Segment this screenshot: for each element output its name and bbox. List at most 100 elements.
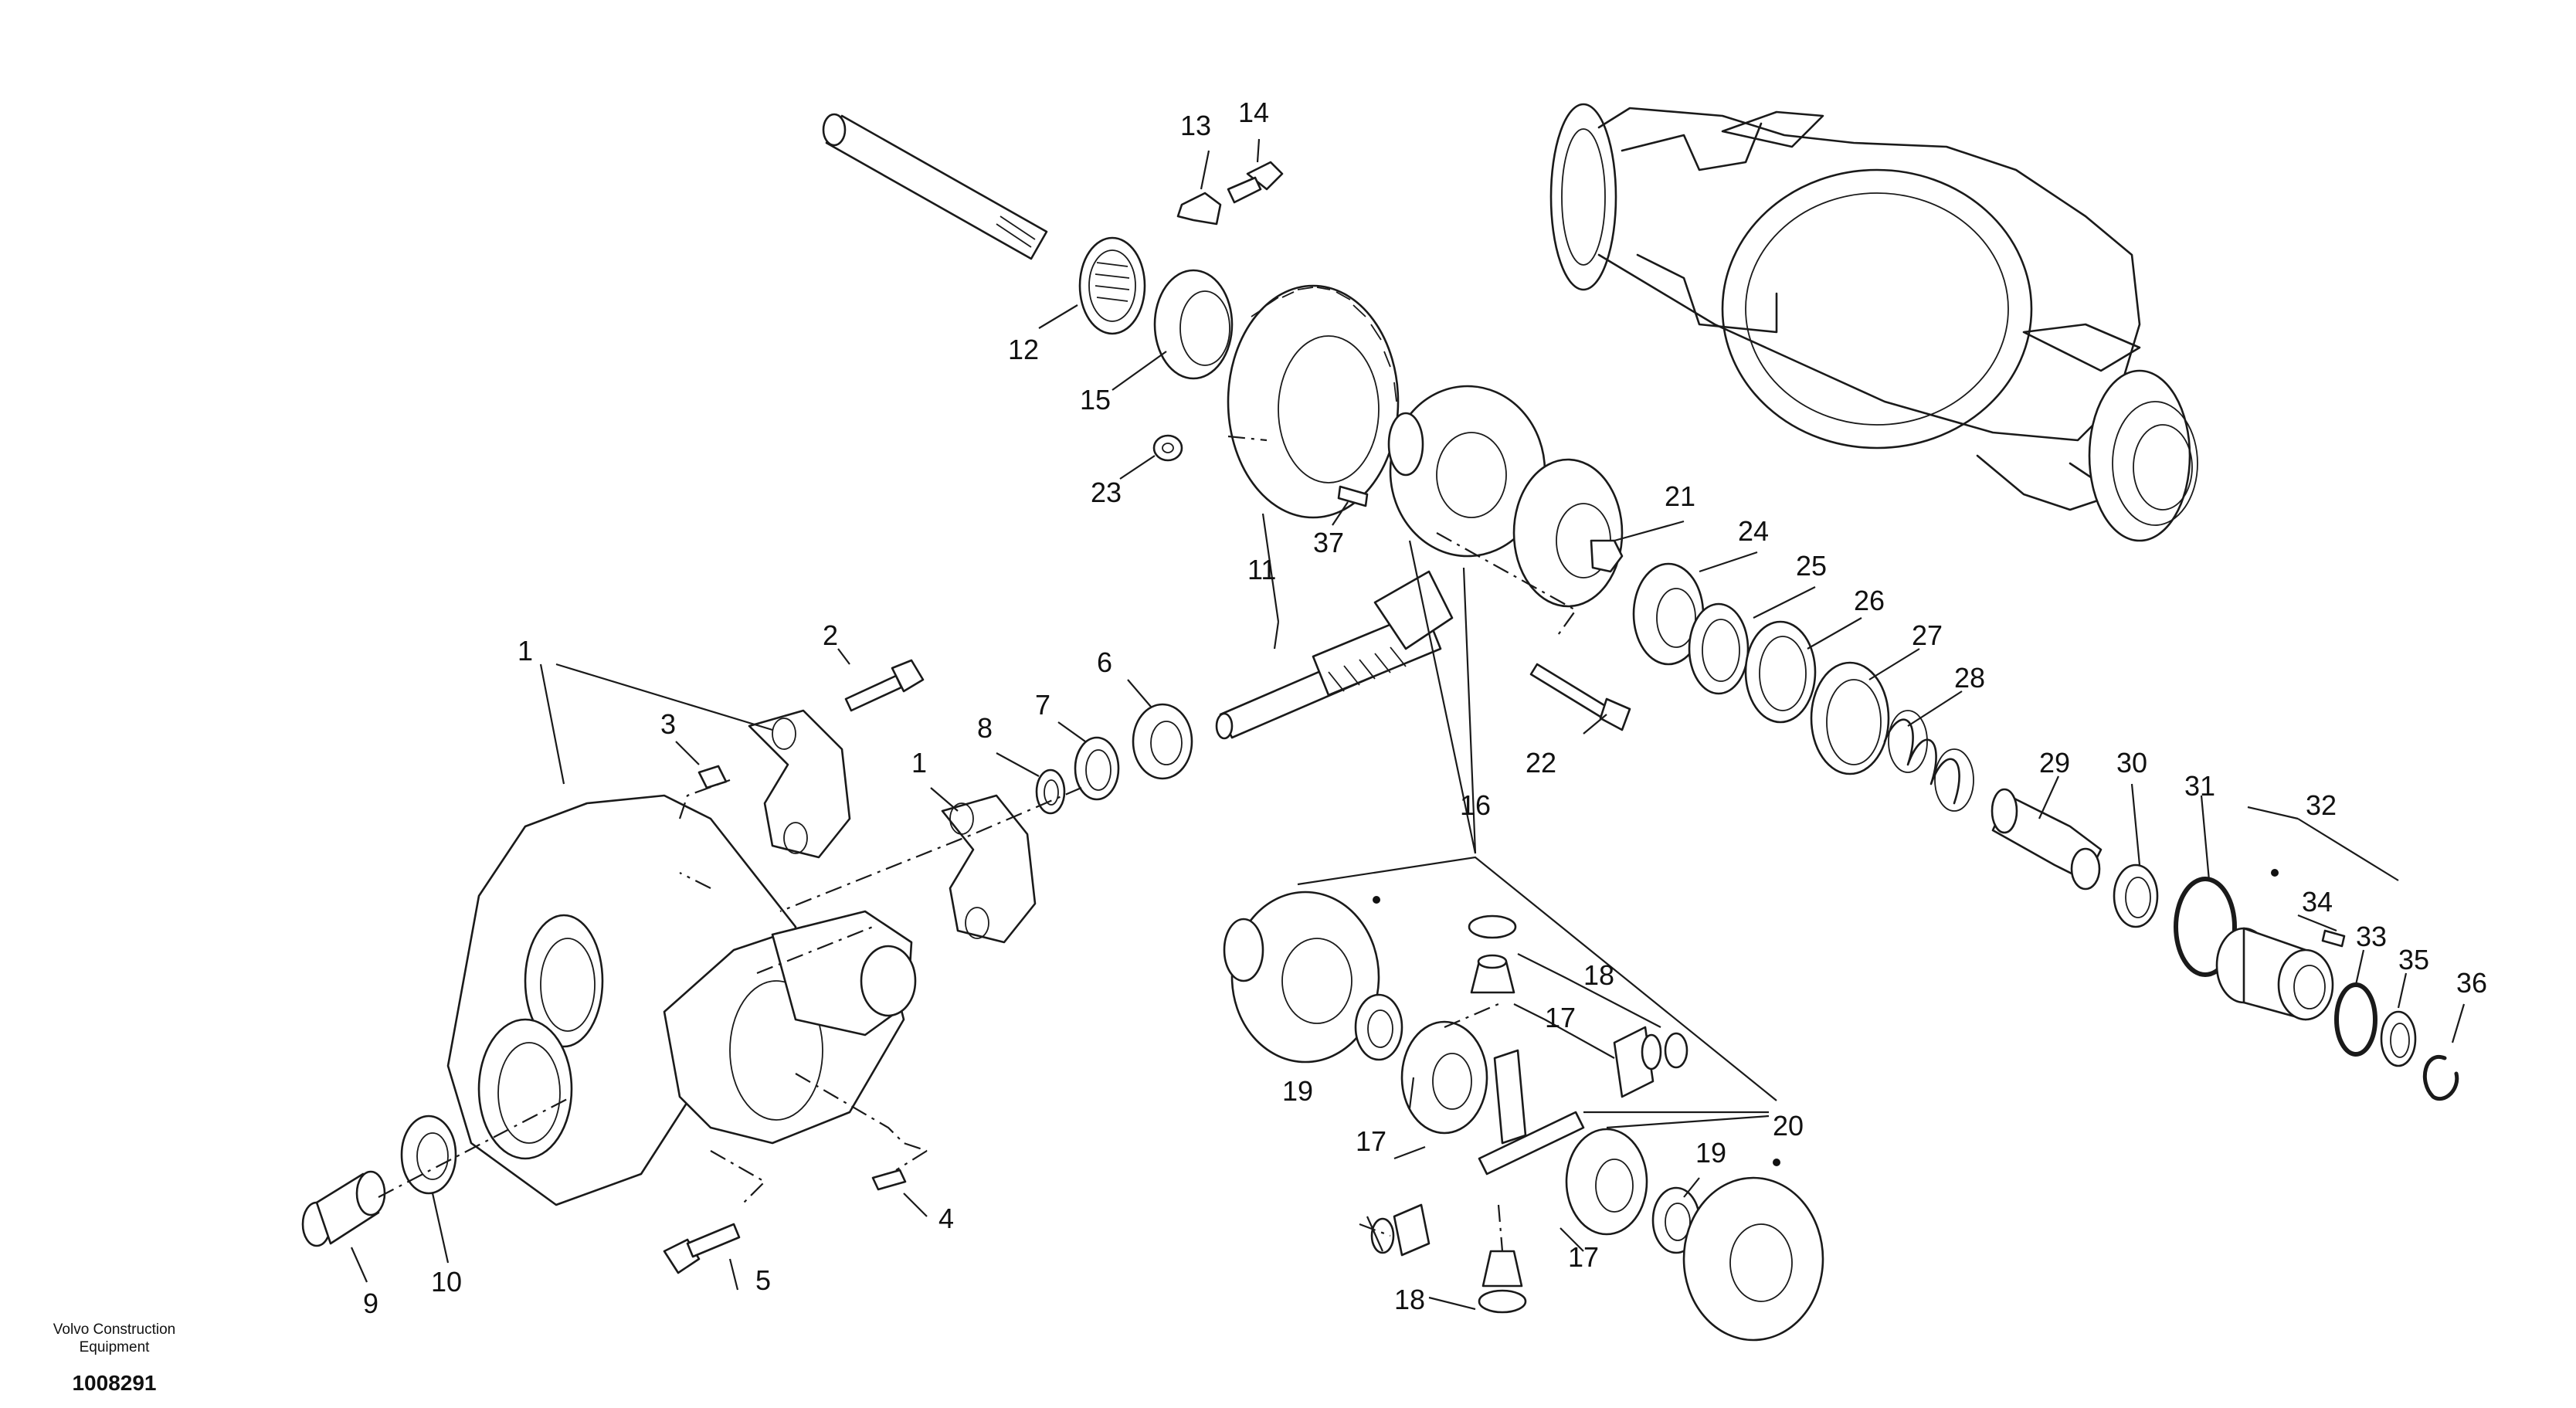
seal-30 <box>2113 863 2159 928</box>
callout-29: 29 <box>2039 747 2070 779</box>
callout-36: 36 <box>2456 967 2487 999</box>
nut-23 <box>1152 434 1183 462</box>
callout-35: 35 <box>2398 944 2429 975</box>
cross-shaft <box>1478 1049 1585 1176</box>
washer-18-top <box>1468 914 1517 939</box>
callout-18: 18 <box>1583 959 1614 991</box>
bolt-5 <box>663 1223 741 1274</box>
lock-clip-13 <box>1176 192 1222 226</box>
shim-8 <box>1035 768 1066 815</box>
side-gear-lower <box>1565 1128 1648 1236</box>
callout-19: 19 <box>1282 1075 1313 1107</box>
callout-20: 20 <box>1773 1110 1804 1142</box>
dowel-4 <box>871 1169 907 1191</box>
axle-shaft <box>822 113 1048 260</box>
callout-7: 7 <box>1035 689 1050 721</box>
shim-26 <box>1744 620 1817 724</box>
callout-labels: 1 1 2 3 4 5 6 7 8 9 10 11 12 13 14 15 16… <box>363 97 2487 1319</box>
dot-marker <box>2271 869 2279 877</box>
callout-17: 17 <box>1356 1125 1386 1157</box>
assembly-lines <box>378 435 1577 1252</box>
o-ring-33 <box>2334 982 2377 1057</box>
spring-28 <box>1883 710 1974 812</box>
ring-35 <box>2380 1010 2417 1067</box>
bolt-22 <box>1529 663 1631 731</box>
callout-21: 21 <box>1665 480 1695 512</box>
footer: Volvo Construction Equipment 1008291 <box>53 1321 175 1395</box>
callout-12: 12 <box>1008 334 1039 365</box>
differential-cover-21 <box>1512 458 1624 608</box>
seal-10 <box>400 1115 457 1195</box>
callout-28: 28 <box>1954 662 1985 694</box>
callout-34: 34 <box>2302 886 2333 918</box>
document-number: 1008291 <box>72 1371 156 1395</box>
callout-37: 37 <box>1313 527 1344 558</box>
callout-17: 17 <box>1545 1002 1576 1033</box>
drive-pinion-shaft <box>1215 570 1454 740</box>
ring-27 <box>1810 661 1890 775</box>
diff-case-half-left <box>1223 891 1380 1064</box>
shim-7 <box>1074 736 1120 801</box>
washer-18-right <box>1664 1032 1688 1069</box>
callout-22: 22 <box>1526 747 1556 779</box>
bearing-6 <box>1132 703 1193 780</box>
dot-marker <box>1373 896 1380 904</box>
callout-5: 5 <box>755 1264 771 1296</box>
bearing-15 <box>1153 269 1234 380</box>
o-ring-31 <box>2174 877 2237 977</box>
carrier-housing <box>446 794 917 1206</box>
brand-line-2: Equipment <box>80 1339 151 1355</box>
bearing-cup-12 <box>1078 236 1146 335</box>
callout-6: 6 <box>1097 646 1112 678</box>
callout-30: 30 <box>2116 747 2147 779</box>
callout-27: 27 <box>1912 619 1943 651</box>
shim-25 <box>1688 602 1750 695</box>
callout-4: 4 <box>938 1203 954 1234</box>
callout-26: 26 <box>1854 585 1885 616</box>
pin-34 <box>2321 929 2346 948</box>
spider-gear-bottom <box>1478 1250 1527 1314</box>
shaft-29 <box>1991 788 2103 891</box>
callout-17: 17 <box>1568 1241 1599 1273</box>
callout-25: 25 <box>1796 550 1827 582</box>
callout-2: 2 <box>823 619 838 651</box>
callout-18: 18 <box>1394 1284 1425 1315</box>
callout-1: 1 <box>911 747 927 779</box>
callout-32: 32 <box>2306 789 2337 821</box>
callout-1: 1 <box>518 635 533 667</box>
diff-case-half-right <box>1682 1176 1824 1342</box>
callout-14: 14 <box>1238 97 1269 128</box>
leader-lines <box>350 138 2466 1311</box>
spider-gear-left <box>1370 1203 1431 1257</box>
spider-gear-top <box>1470 954 1515 994</box>
axle-housing <box>1549 103 2198 542</box>
dot-marker <box>1773 1159 1780 1166</box>
pin-37 <box>1337 485 1369 507</box>
sleeve-32 <box>2215 927 2334 1021</box>
callout-8: 8 <box>977 712 993 744</box>
callout-19: 19 <box>1695 1137 1726 1169</box>
circlip-36 <box>2422 1054 2459 1101</box>
bearing-cap-lower <box>941 794 1037 944</box>
bolt-14 <box>1227 161 1284 204</box>
thrust-washer-19-upper <box>1354 993 1403 1061</box>
callout-11: 11 <box>1247 554 1276 585</box>
spider-gear-right <box>1613 1026 1662 1098</box>
brand-line-1: Volvo Construction <box>53 1321 175 1338</box>
callout-9: 9 <box>363 1288 378 1319</box>
ring-gear <box>1227 284 1400 519</box>
callout-33: 33 <box>2356 921 2387 952</box>
side-gear-upper <box>1400 1020 1488 1135</box>
callout-31: 31 <box>2184 770 2215 802</box>
callout-23: 23 <box>1091 477 1122 508</box>
callout-15: 15 <box>1080 384 1111 416</box>
callout-3: 3 <box>660 708 676 740</box>
bolt-2 <box>844 659 925 712</box>
callout-13: 13 <box>1180 110 1211 141</box>
callout-10: 10 <box>431 1266 462 1298</box>
dowel-3 <box>697 765 728 789</box>
callout-16: 16 <box>1460 789 1491 821</box>
sleeve-9 <box>301 1170 386 1247</box>
bearing-cap-upper <box>748 709 851 859</box>
